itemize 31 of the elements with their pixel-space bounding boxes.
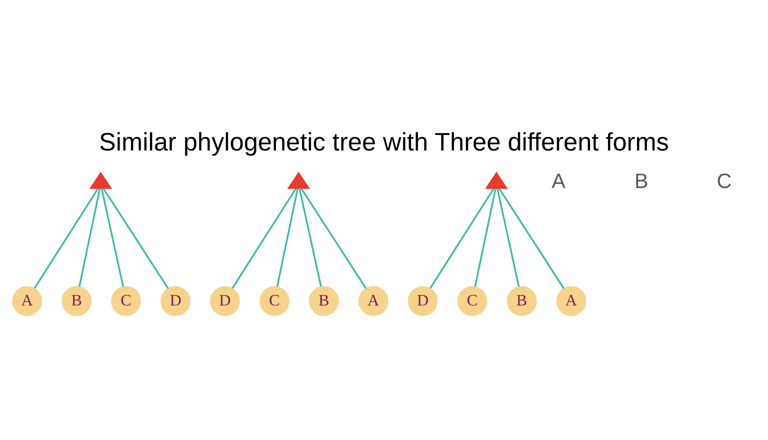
connector: [100, 188, 124, 286]
connector: [298, 188, 322, 286]
diagram-title: Similar phylogenetic tree with Three different forms: [99, 128, 669, 156]
connector: [276, 188, 299, 286]
label: B: [634, 170, 648, 193]
node-circle: C: [259, 286, 290, 316]
connector: [78, 188, 101, 286]
connector: [498, 188, 565, 289]
label: C: [716, 170, 732, 193]
node-circle: B: [62, 286, 92, 316]
node-triangle: [485, 171, 508, 188]
connector: [474, 188, 496, 286]
connector: [300, 188, 367, 289]
node-triangle: [89, 171, 112, 188]
node-circle: D: [160, 286, 190, 316]
node-circle: D: [210, 286, 240, 316]
node-circle: A: [12, 286, 42, 316]
node-circle: B: [308, 286, 339, 316]
connector: [34, 188, 99, 288]
connector: [232, 188, 297, 288]
node-circle: D: [408, 286, 438, 316]
node-circle: C: [111, 286, 141, 316]
node-circle: A: [556, 286, 586, 316]
node-triangle: [287, 171, 310, 188]
connector: [496, 188, 520, 286]
label: A: [552, 170, 566, 193]
connector: [430, 188, 494, 288]
node-circle: B: [506, 286, 537, 316]
node-circle: C: [457, 286, 488, 316]
connector: [102, 188, 169, 289]
node-circle: A: [358, 286, 388, 316]
